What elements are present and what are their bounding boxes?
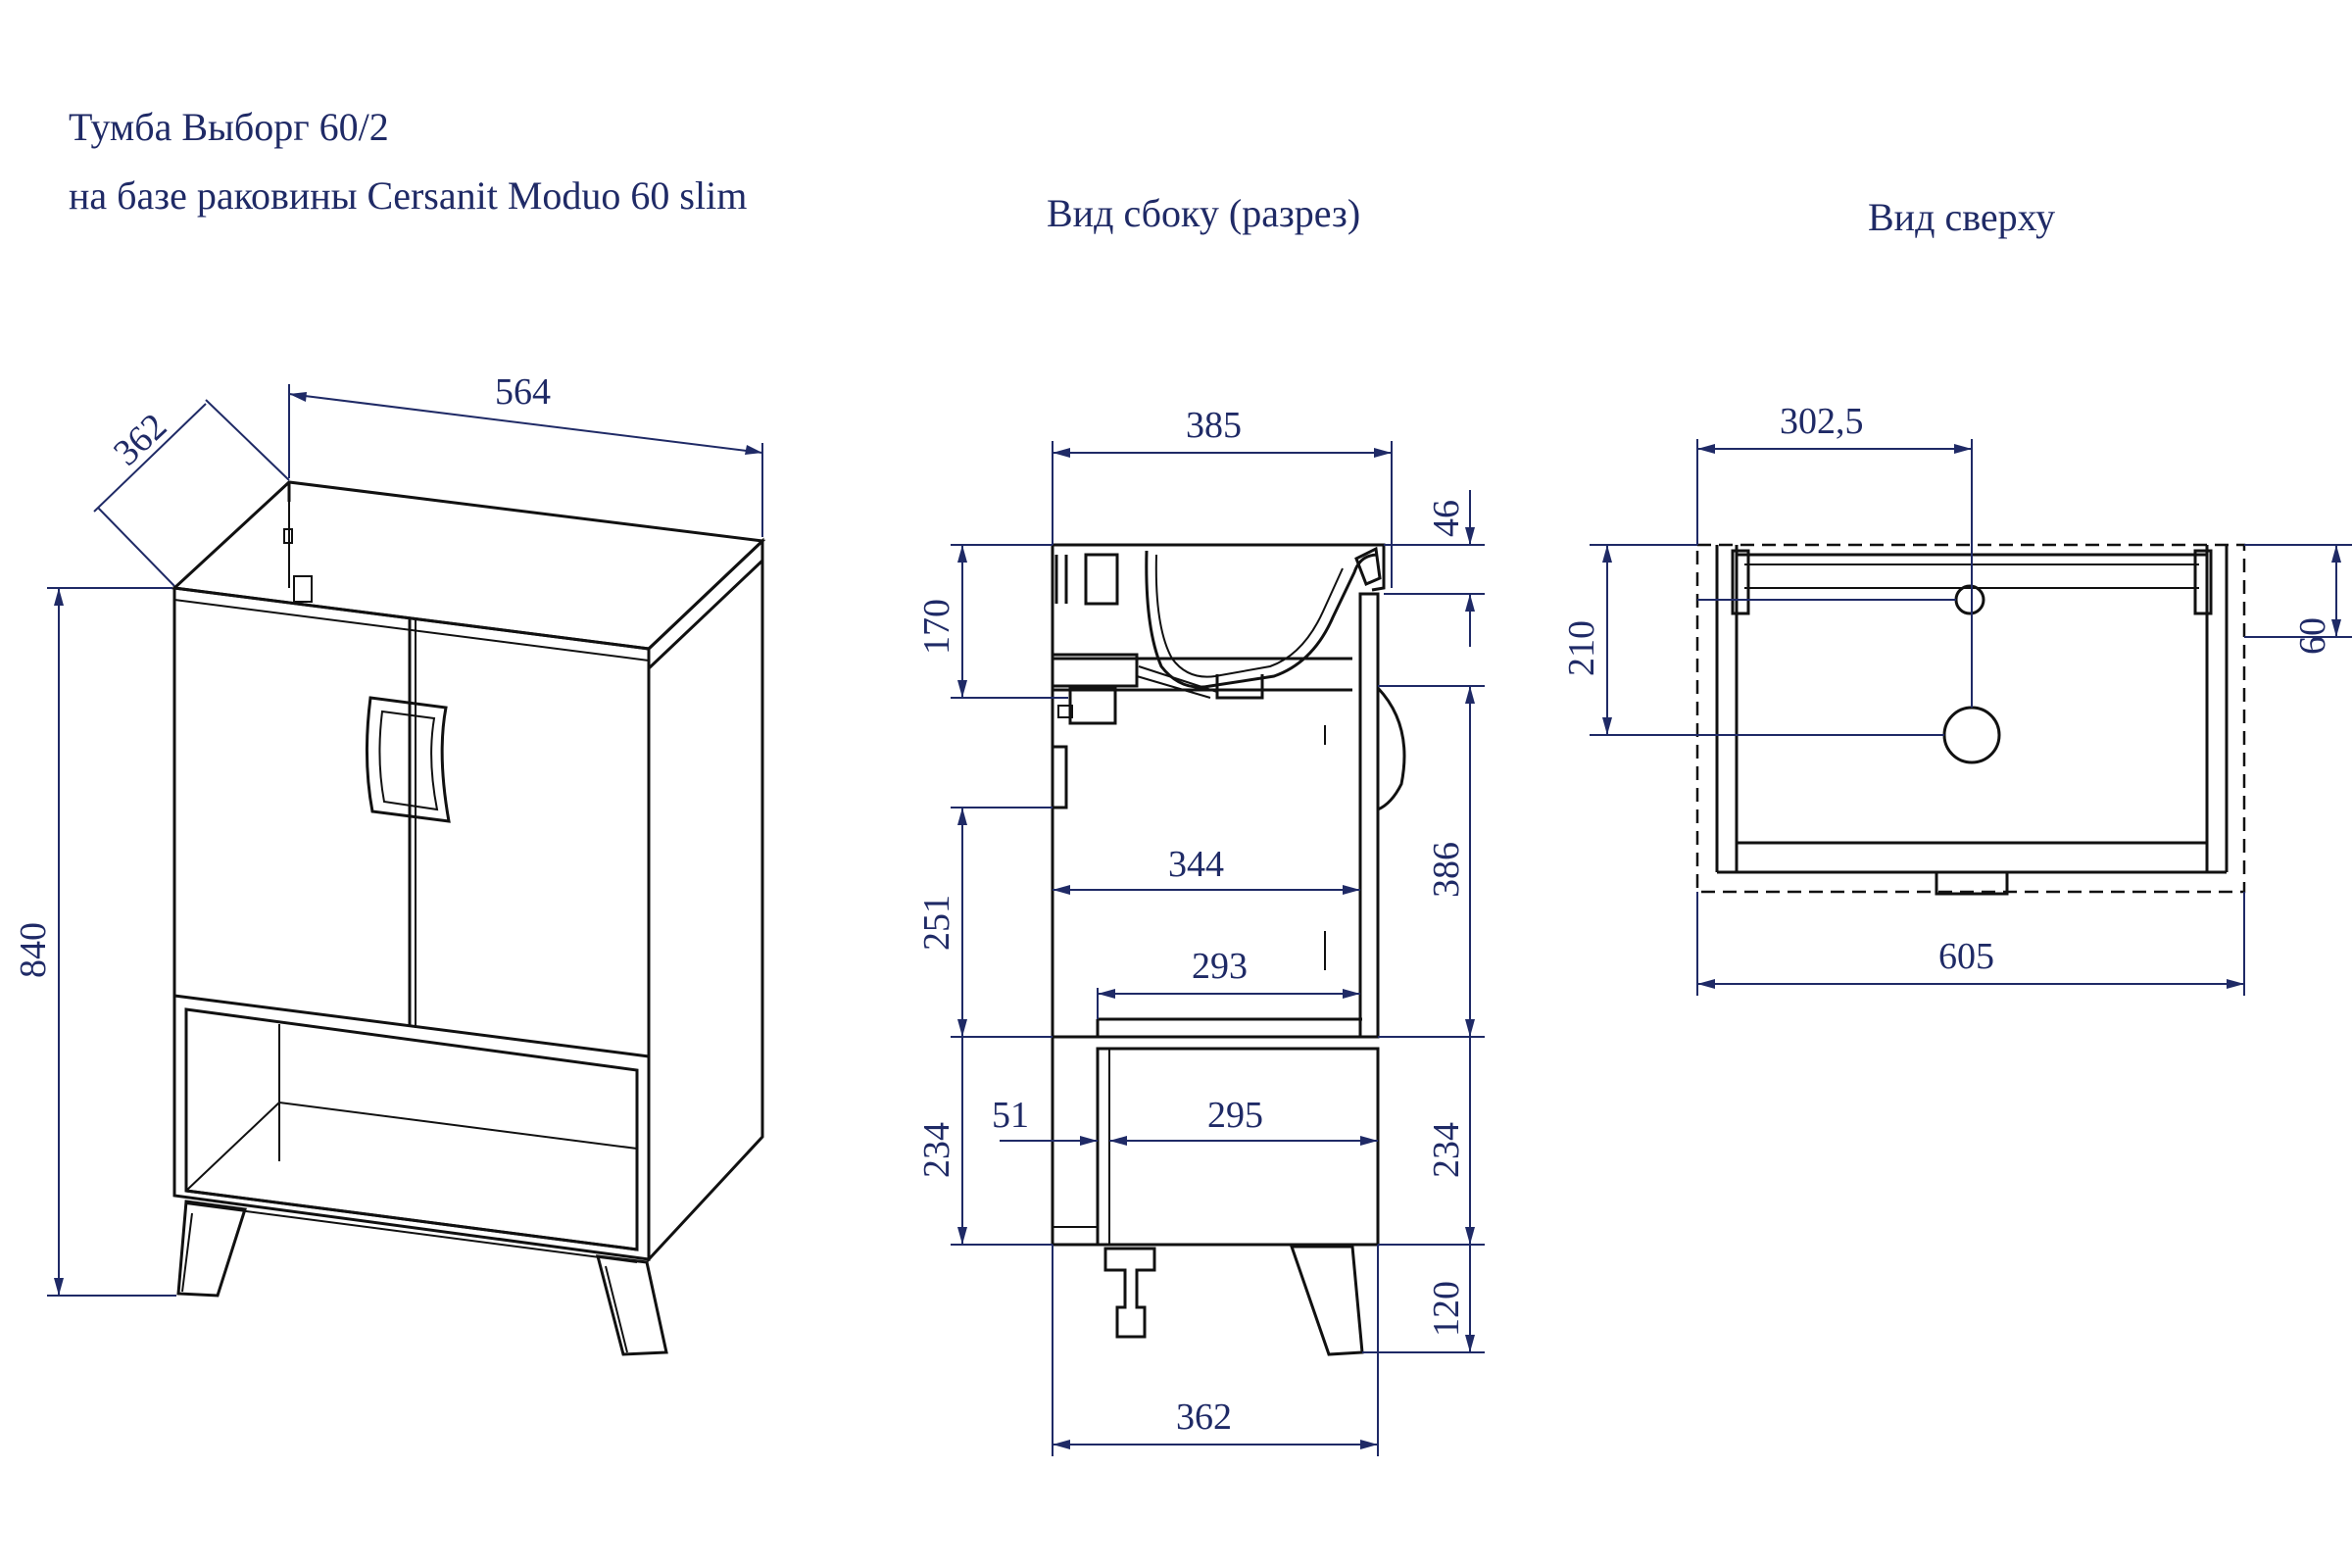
dim-top-width: 605 [1938, 936, 1994, 977]
dim-side-top-depth: 385 [1186, 405, 1242, 446]
front-isometric-view: 564 362 840 [13, 371, 766, 1356]
sink-bowl [1145, 550, 1379, 689]
door-handle [365, 696, 451, 823]
side-view-caption: Вид сбоку (разрез) [1047, 191, 1361, 235]
leg-front-right [595, 1254, 668, 1356]
adjustable-foot [1103, 1247, 1156, 1339]
door-section [1358, 592, 1380, 1039]
overflow-hole [1954, 584, 1985, 615]
dim-side-upper: 251 [916, 895, 957, 951]
top-view: 302,5 210 60 605 [1561, 401, 2352, 996]
dim-side-shelf-left: 234 [916, 1122, 957, 1178]
dim-side-leg: 120 [1426, 1281, 1467, 1337]
drawing-title: Тумба Выборг 60/2 [69, 105, 389, 149]
dim-front-depth: 362 [106, 406, 174, 474]
dim-side-door: 386 [1426, 842, 1467, 898]
top-view-foot [1935, 870, 2009, 896]
top-view-outline [1695, 543, 2246, 894]
dim-side-bottom: 362 [1176, 1396, 1232, 1438]
dim-side-sink-height: 170 [916, 599, 957, 655]
dim-side-top-thickness: 46 [1426, 500, 1467, 537]
side-leg [1289, 1245, 1364, 1356]
leg-front-left [176, 1200, 247, 1298]
dim-top-drain-offset: 302,5 [1780, 401, 1864, 442]
dim-side-shelf-depth: 295 [1207, 1095, 1263, 1136]
door-handle-section [1376, 686, 1406, 811]
drawing-subtitle: на базе раковины Cersanit Moduo 60 slim [69, 173, 748, 218]
dim-top-edge: 60 [2292, 617, 2333, 655]
dim-side-shelf-right: 234 [1426, 1122, 1467, 1178]
dim-front-height: 840 [13, 922, 54, 978]
cabinet-side [647, 537, 764, 1263]
sink-top [1053, 543, 1386, 592]
dim-side-inner-344: 344 [1168, 844, 1224, 885]
dim-side-inner-293: 293 [1192, 946, 1248, 987]
dim-front-width: 564 [495, 371, 551, 413]
lower-shelf-section [1096, 1047, 1380, 1247]
cabinet-front [172, 586, 651, 1261]
dim-top-depth: 210 [1561, 620, 1602, 676]
drain-hole [1942, 706, 2001, 764]
side-section-view: 385 46 170 251 344 293 [916, 405, 1485, 1456]
siphon-outlet [1053, 653, 1139, 688]
dim-side-shelf-offset: 51 [992, 1095, 1029, 1136]
top-view-caption: Вид сверху [1868, 195, 2056, 239]
siphon-connector [1068, 686, 1117, 725]
